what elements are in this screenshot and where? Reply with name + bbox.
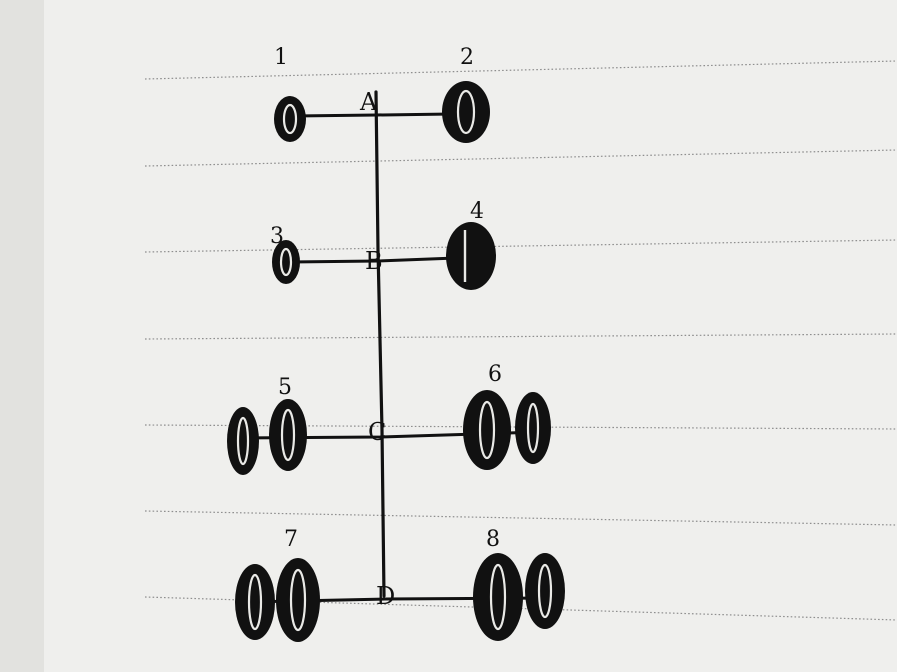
wheel-2 [442, 81, 490, 143]
wheel-label-1: 1 [274, 45, 288, 70]
wheel-label-2: 2 [460, 45, 474, 70]
wheel-label-3: 3 [270, 224, 284, 249]
wheel-3 [272, 240, 300, 284]
wheels [227, 81, 565, 642]
wheel-6 [463, 390, 551, 470]
wheel-label-6: 6 [488, 362, 502, 387]
wheel-5 [227, 399, 307, 475]
wheel-labels: 1 2 3 4 5 6 7 8 [270, 45, 502, 552]
wheel-8 [473, 553, 565, 641]
axle-point-c: C [368, 418, 386, 446]
wheel-7 [235, 558, 320, 642]
central-shaft [374, 90, 386, 598]
axle-point-labels: A B C D [359, 88, 395, 610]
wheel-1 [274, 96, 306, 142]
wheel-label-7: 7 [284, 527, 298, 552]
axle-point-b: B [365, 247, 383, 275]
axle-line-a [292, 112, 454, 118]
wheel-label-8: 8 [486, 527, 500, 552]
paper-left-edge [0, 0, 44, 672]
axle-point-a: A [359, 88, 378, 116]
axle-line-b [288, 256, 458, 264]
wheel-label-4: 4 [470, 199, 484, 224]
axle-point-d: D [376, 582, 395, 610]
wheel-4 [446, 222, 496, 290]
wheel-label-5: 5 [278, 375, 292, 400]
